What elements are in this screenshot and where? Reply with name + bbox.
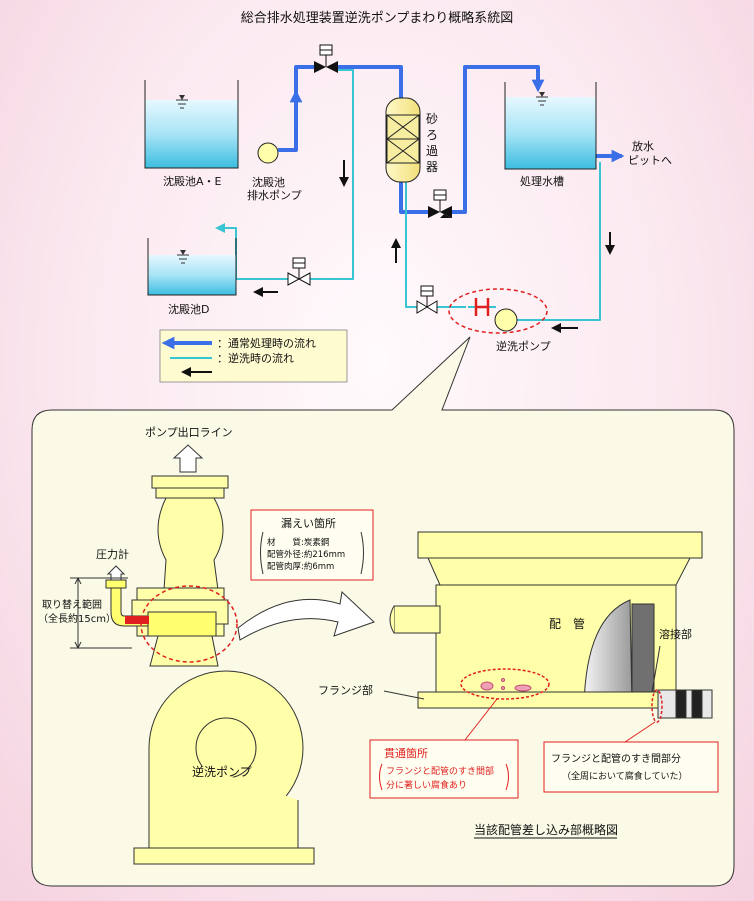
leak-highlight-upper [448,288,548,334]
treated-water-tank [504,82,597,170]
legend [159,329,348,383]
backwash-pump-drawing-label: 逆洗ポンプ [192,764,252,779]
weld-leader [651,645,661,693]
through-hole-line-1: フランジと配管のすき間部 [386,765,494,777]
backwash-pump-symbol [468,298,518,332]
legend-normal-label: ：通常処理時の流れ [217,336,316,350]
leak-line-1: 材 質:炭素鋼 [267,537,329,548]
gauge-connection [125,616,149,624]
sedimentation-tank-d [147,238,237,296]
backwash-pump-label: 逆洗ポンプ [496,339,551,353]
pipe-label: 配 管 [549,616,585,631]
gap-box [543,741,719,793]
gap-highlight [651,689,663,723]
leak-line-3: 配管肉厚:約6mm [267,561,334,572]
replacement-range-label-1: 取り替え範囲 [42,598,102,611]
legend-backwash-label: ：逆洗時の流れ [217,351,294,365]
discharge-label-2: ピットへ [628,154,672,167]
diagram-title: 総合排水処理装置逆洗ポンプまわり概略系統図 [241,10,514,26]
drain-pump-label-2: 排水ポンプ [247,188,302,202]
replacement-range-dimension [70,576,132,650]
flange-leader [383,690,425,700]
through-hole-highlight [460,668,550,700]
valve-pump-inlet [416,285,438,314]
through-hole-title: 貫通箇所 [384,746,428,760]
through-hole-line-2: 分に著しい腐食あり [386,779,467,791]
tank-d-label: 沈殿池D [168,302,209,316]
valve-top [314,44,338,73]
discharge-label-1: 放水 [632,139,654,153]
treated-tank-label: 処理水槽 [520,175,564,188]
sand-filter [385,97,421,183]
backwash-pump-drawing [131,475,315,865]
gap-leader [624,721,656,743]
drain-pump-label-1: 沈殿池 [252,175,285,189]
pressure-gauge-arrow-icon [106,565,126,581]
pump-outlet-label: ポンプ出口ライン [145,425,233,439]
leak-highlight-pump [140,585,238,663]
flange-pipe-detail [389,531,713,719]
backwash-piping [225,69,601,321]
valve-tank-d [287,257,311,286]
through-hole-leader [464,698,498,741]
valve-filter-outlet [428,189,452,218]
through-hole-brackets [379,763,509,791]
leak-info-box [250,509,374,581]
replaced-section [147,611,217,637]
tank-ae-label: 沈殿池A・E [163,174,222,188]
detail-caption: 当該配管差し込み部概略図 [474,822,618,837]
sand-filter-label-3: 過 [426,144,438,158]
drain-pump [257,142,279,164]
through-hole-box [369,739,519,799]
sand-filter-label-1: 砂 [426,112,438,126]
gap-note: （全周において腐食していた） [562,770,687,782]
leak-line-2: 配管外径:約216mm [267,549,345,560]
gap-title: フランジと配管のすき間部分 [551,752,681,765]
replacement-range-label-2: （全長約15cm） [38,612,116,625]
sand-filter-label-2: ろ [426,128,438,142]
corrosion-marks [480,678,532,692]
zoom-curved-arrow-icon [237,590,375,641]
outlet-up-arrow-icon [172,444,204,473]
sedimentation-tank-ae [144,80,239,169]
sand-filter-label-4: 器 [426,160,438,174]
leak-title: 漏えい箇所 [281,516,336,530]
flange-label: フランジ部 [318,683,373,697]
pressure-gauge-label: 圧力計 [96,547,129,561]
weld-label: 溶接部 [659,627,692,641]
